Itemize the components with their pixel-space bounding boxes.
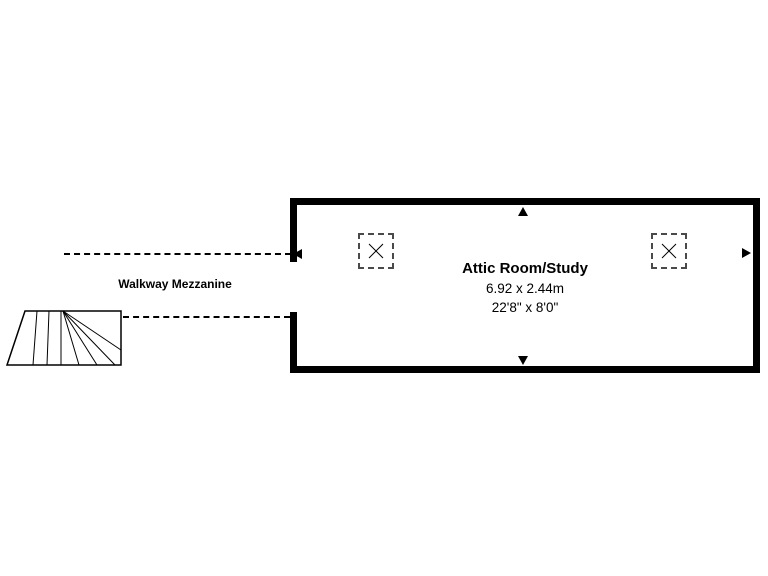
walkway-edge-lower [123, 316, 290, 318]
skylight-icon [651, 233, 687, 269]
room-dimensions-metric: 6.92 x 2.44m [485, 281, 565, 296]
walkway-edge-upper [64, 253, 291, 255]
staircase-icon [5, 310, 123, 367]
walkway-label: Walkway Mezzanine [118, 277, 232, 291]
room-dimensions-imperial: 22'8" x 8'0" [491, 300, 559, 315]
room-name: Attic Room/Study [462, 260, 588, 277]
staircase-drawing [5, 310, 122, 366]
x-marker-icon [661, 243, 677, 259]
room-label-block: Attic Room/Study 6.92 x 2.44m 22'8" x 8'… [297, 259, 753, 317]
arrow-left-icon [293, 249, 302, 259]
arrow-up-icon [518, 207, 528, 216]
attic-room-outline [290, 198, 760, 373]
arrow-right-icon [742, 248, 751, 258]
arrow-down-icon [518, 356, 528, 365]
wall-opening [288, 262, 299, 312]
skylight-icon [358, 233, 394, 269]
x-marker-icon [368, 243, 384, 259]
